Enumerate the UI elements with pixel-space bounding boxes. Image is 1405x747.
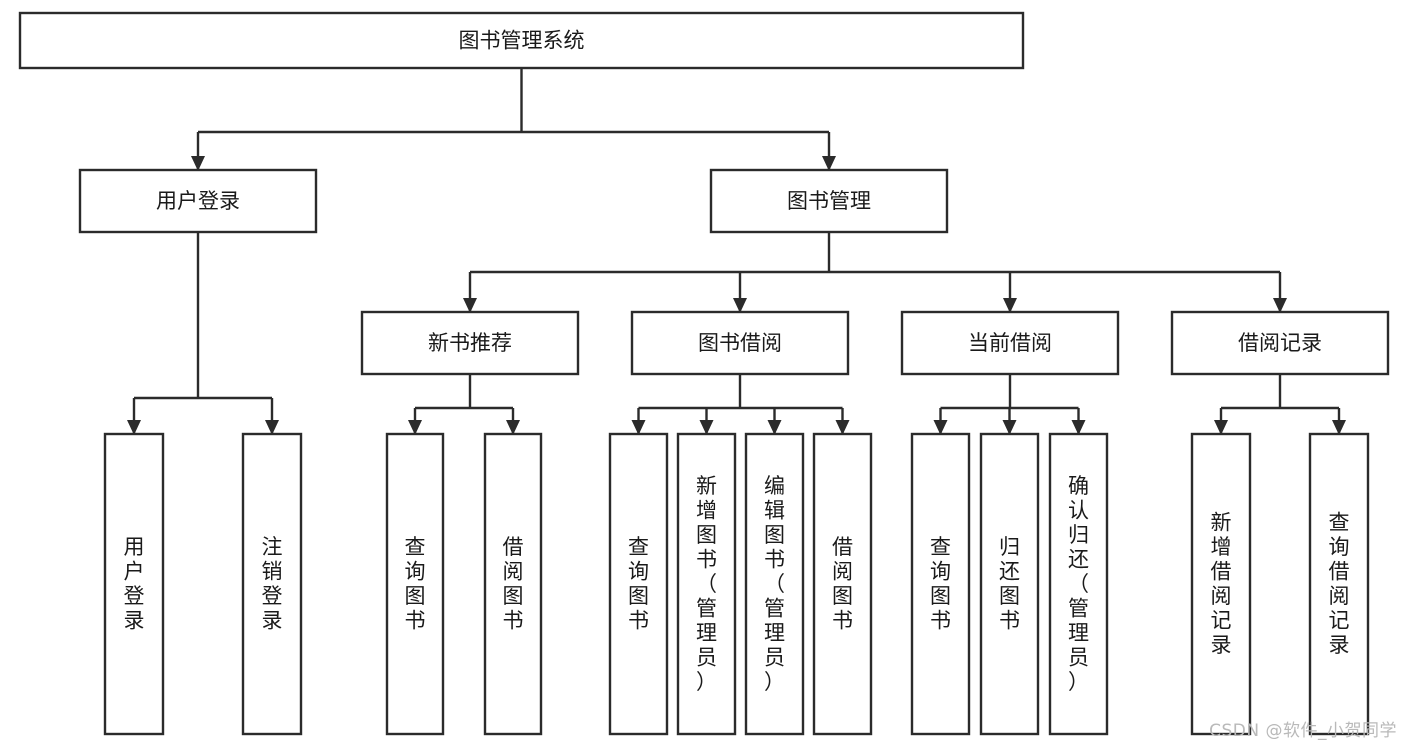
node-label: 新书推荐 [428, 331, 512, 355]
diagram-node[interactable]: 确认归还（管理员） [1048, 432, 1109, 736]
node-box[interactable] [78, 168, 318, 234]
arrow-head-icon [127, 420, 141, 435]
arrow-head-icon [933, 420, 948, 435]
connector-group [933, 374, 1086, 435]
node-box[interactable] [979, 432, 1040, 736]
node-box[interactable] [709, 168, 949, 234]
arrow-head-icon [733, 298, 747, 313]
arrow-head-icon [1003, 298, 1017, 313]
node-label: 归还图书 [999, 535, 1020, 633]
arrow-head-icon [408, 420, 422, 435]
node-label: 借阅记录 [1238, 331, 1322, 355]
node-box[interactable] [1190, 432, 1252, 736]
node-box[interactable] [360, 310, 580, 376]
diagram-node[interactable]: 编辑图书（管理员） [744, 432, 805, 736]
diagram-node[interactable]: 图书管理系统 [18, 11, 1025, 70]
node-label: 确认归还（管理员） [1068, 474, 1089, 694]
connector-group [463, 232, 1287, 313]
connector-group [408, 374, 520, 435]
node-label: 查询图书 [405, 535, 426, 633]
arrow-head-icon [835, 420, 850, 435]
diagram-node[interactable]: 查询图书 [910, 432, 971, 736]
node-box[interactable] [385, 432, 445, 736]
watermark-label: CSDN @软件_小贺同学 [1209, 721, 1397, 741]
node-label: 当前借阅 [968, 331, 1052, 355]
diagram-node[interactable]: 用户登录 [103, 432, 165, 736]
arrow-head-icon [1071, 420, 1086, 435]
arrow-head-icon [1214, 420, 1228, 435]
connector-group [1214, 374, 1346, 435]
node-box[interactable] [630, 310, 850, 376]
diagram-node[interactable]: 用户登录 [78, 168, 318, 234]
arrow-head-icon [1332, 420, 1346, 435]
diagram-node[interactable]: 图书管理 [709, 168, 949, 234]
diagram-node[interactable]: 借阅记录 [1170, 310, 1390, 376]
diagram-node[interactable]: 新书推荐 [360, 310, 580, 376]
diagram-node[interactable]: 借阅图书 [483, 432, 543, 736]
node-label: 新增图书（管理员） [696, 474, 717, 694]
arrow-head-icon [767, 420, 782, 435]
arrow-head-icon [822, 156, 836, 171]
node-box[interactable] [910, 432, 971, 736]
node-label: 查询图书 [628, 535, 649, 633]
node-box[interactable] [812, 432, 873, 736]
node-label: 编辑图书（管理员） [764, 474, 785, 694]
arrow-head-icon [1273, 298, 1287, 313]
connector-group [127, 232, 279, 435]
diagram-node[interactable]: 当前借阅 [900, 310, 1120, 376]
node-box[interactable] [483, 432, 543, 736]
node-label: 用户登录 [124, 535, 145, 633]
arrow-head-icon [191, 156, 205, 171]
node-label: 图书借阅 [698, 331, 782, 355]
node-box[interactable] [1308, 432, 1370, 736]
diagram-node[interactable]: 新增借阅记录 [1190, 432, 1252, 736]
diagram-node[interactable]: 借阅图书 [812, 432, 873, 736]
node-label: 借阅图书 [832, 535, 853, 633]
node-label: 借阅图书 [503, 535, 524, 633]
diagram-node[interactable]: 图书借阅 [630, 310, 850, 376]
node-box[interactable] [676, 432, 737, 736]
arrow-head-icon [631, 420, 646, 435]
node-box[interactable] [608, 432, 669, 736]
node-label: 查询借阅记录 [1329, 511, 1350, 658]
diagram-node[interactable]: 归还图书 [979, 432, 1040, 736]
node-label: 图书管理 [787, 189, 871, 213]
node-label: 新增借阅记录 [1211, 511, 1232, 658]
arrow-head-icon [1002, 420, 1017, 435]
node-label: 用户登录 [156, 189, 240, 213]
diagram-node[interactable]: 注销登录 [241, 432, 303, 736]
diagram-node[interactable]: 新增图书（管理员） [676, 432, 737, 736]
diagram-node[interactable]: 查询图书 [608, 432, 669, 736]
node-layer: 图书管理系统用户登录图书管理新书推荐图书借阅当前借阅借阅记录用户登录注销登录查询… [18, 11, 1390, 736]
node-box[interactable] [1170, 310, 1390, 376]
node-box[interactable] [900, 310, 1120, 376]
diagram-node[interactable]: 查询图书 [385, 432, 445, 736]
node-box[interactable] [18, 11, 1025, 70]
node-box[interactable] [103, 432, 165, 736]
node-label: 查询图书 [930, 535, 951, 633]
arrow-head-icon [699, 420, 714, 435]
diagram-node[interactable]: 查询借阅记录 [1308, 432, 1370, 736]
arrow-head-icon [265, 420, 279, 435]
node-label: 图书管理系统 [459, 29, 585, 53]
node-box[interactable] [744, 432, 805, 736]
node-box[interactable] [241, 432, 303, 736]
arrow-head-icon [506, 420, 520, 435]
arrow-head-icon [463, 298, 477, 313]
connector-layer [127, 68, 1346, 435]
connector-group [191, 68, 836, 171]
node-label: 注销登录 [262, 535, 283, 633]
connector-group [631, 374, 850, 435]
node-box[interactable] [1048, 432, 1109, 736]
